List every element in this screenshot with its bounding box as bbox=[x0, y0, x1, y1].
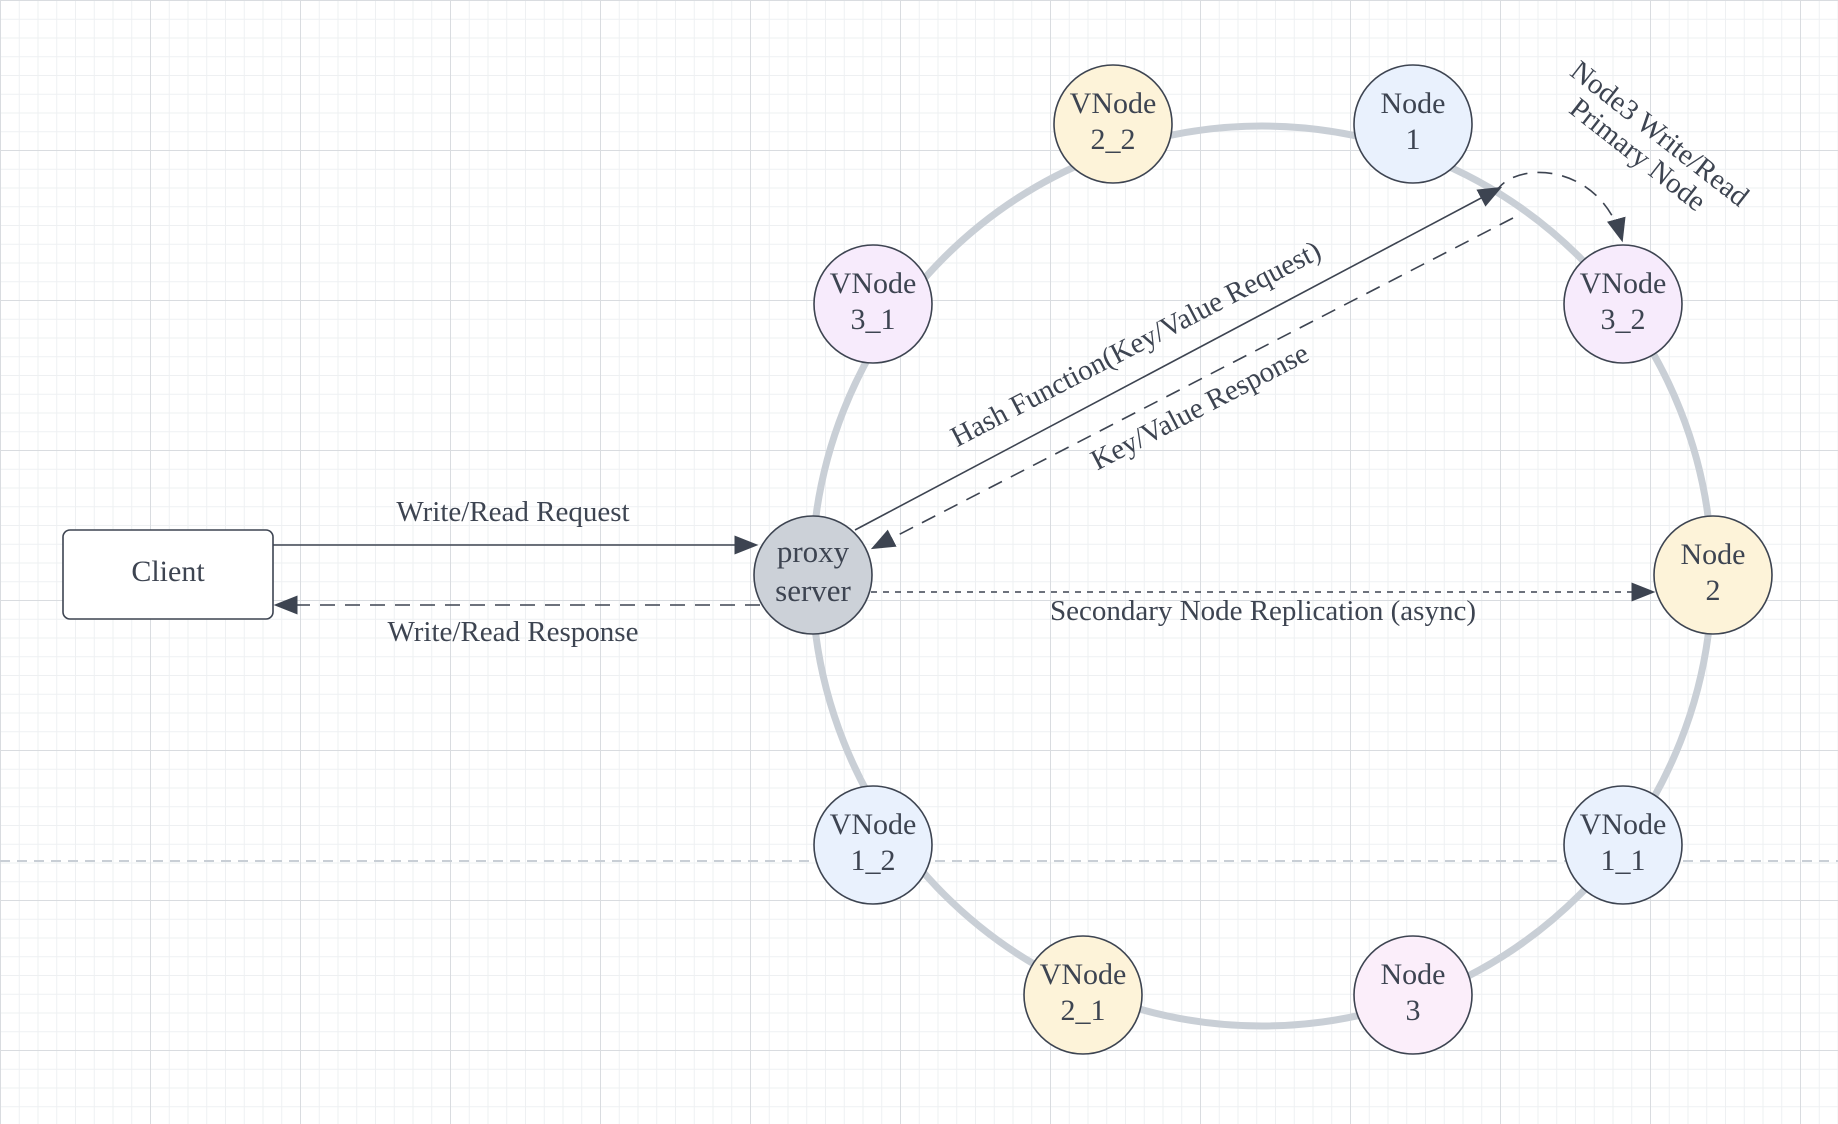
proxy-label-line1: proxy bbox=[777, 534, 850, 569]
node-label-line2: 2_2 bbox=[1091, 123, 1136, 156]
node-label-line1: VNode bbox=[1040, 958, 1127, 991]
vnode-3-1[interactable]: VNode 3_1 bbox=[813, 244, 933, 364]
vnode-2-2[interactable]: VNode 2_2 bbox=[1053, 64, 1173, 184]
hash-function-label: Hash Function(Key/Value Request) bbox=[946, 235, 1327, 454]
hash-function-arrow bbox=[854, 186, 1503, 531]
vnode-1-1[interactable]: VNode 1_1 bbox=[1563, 785, 1683, 905]
node-label-line1: Node bbox=[1381, 87, 1446, 120]
vnode-3-2[interactable]: VNode 3_2 bbox=[1563, 244, 1683, 364]
proxy-label-line2: server bbox=[775, 573, 851, 608]
secondary-replication-label: Secondary Node Replication (async) bbox=[1050, 595, 1476, 627]
write-read-request-label: Write/Read Request bbox=[396, 496, 629, 528]
node-3[interactable]: Node 3 bbox=[1353, 935, 1473, 1055]
node-label-line2: 1 bbox=[1406, 123, 1421, 156]
node-label-line1: VNode bbox=[1580, 267, 1667, 300]
vnode-2-1[interactable]: VNode 2_1 bbox=[1023, 935, 1143, 1055]
node-label-line1: Node bbox=[1381, 958, 1446, 991]
node-label-line1: VNode bbox=[1070, 87, 1157, 120]
node-label-line1: VNode bbox=[830, 267, 917, 300]
node-1[interactable]: Node 1 bbox=[1353, 64, 1473, 184]
node-label-line2: 3_2 bbox=[1601, 303, 1646, 336]
node-label-line1: VNode bbox=[830, 808, 917, 841]
node-label-line1: VNode bbox=[1580, 808, 1667, 841]
client-label: Client bbox=[131, 555, 205, 588]
client-box[interactable]: Client bbox=[62, 529, 274, 620]
write-read-response-label: Write/Read Response bbox=[388, 616, 639, 648]
node-label-line2: 2 bbox=[1706, 574, 1721, 607]
proxy-server[interactable]: proxy server bbox=[753, 515, 873, 635]
node-label-line2: 3 bbox=[1406, 994, 1421, 1027]
node-label-line2: 1_1 bbox=[1601, 844, 1646, 877]
vnode-1-2[interactable]: VNode 1_2 bbox=[813, 785, 933, 905]
node-2[interactable]: Node 2 bbox=[1653, 515, 1773, 635]
node-label-line1: Node bbox=[1681, 538, 1746, 571]
node-label-line2: 2_1 bbox=[1061, 994, 1106, 1027]
node-label-line2: 1_2 bbox=[851, 844, 896, 877]
key-value-response-arrow bbox=[870, 217, 1514, 550]
primary-node-arrow bbox=[1494, 171, 1626, 243]
node-label-line2: 3_1 bbox=[851, 303, 896, 336]
